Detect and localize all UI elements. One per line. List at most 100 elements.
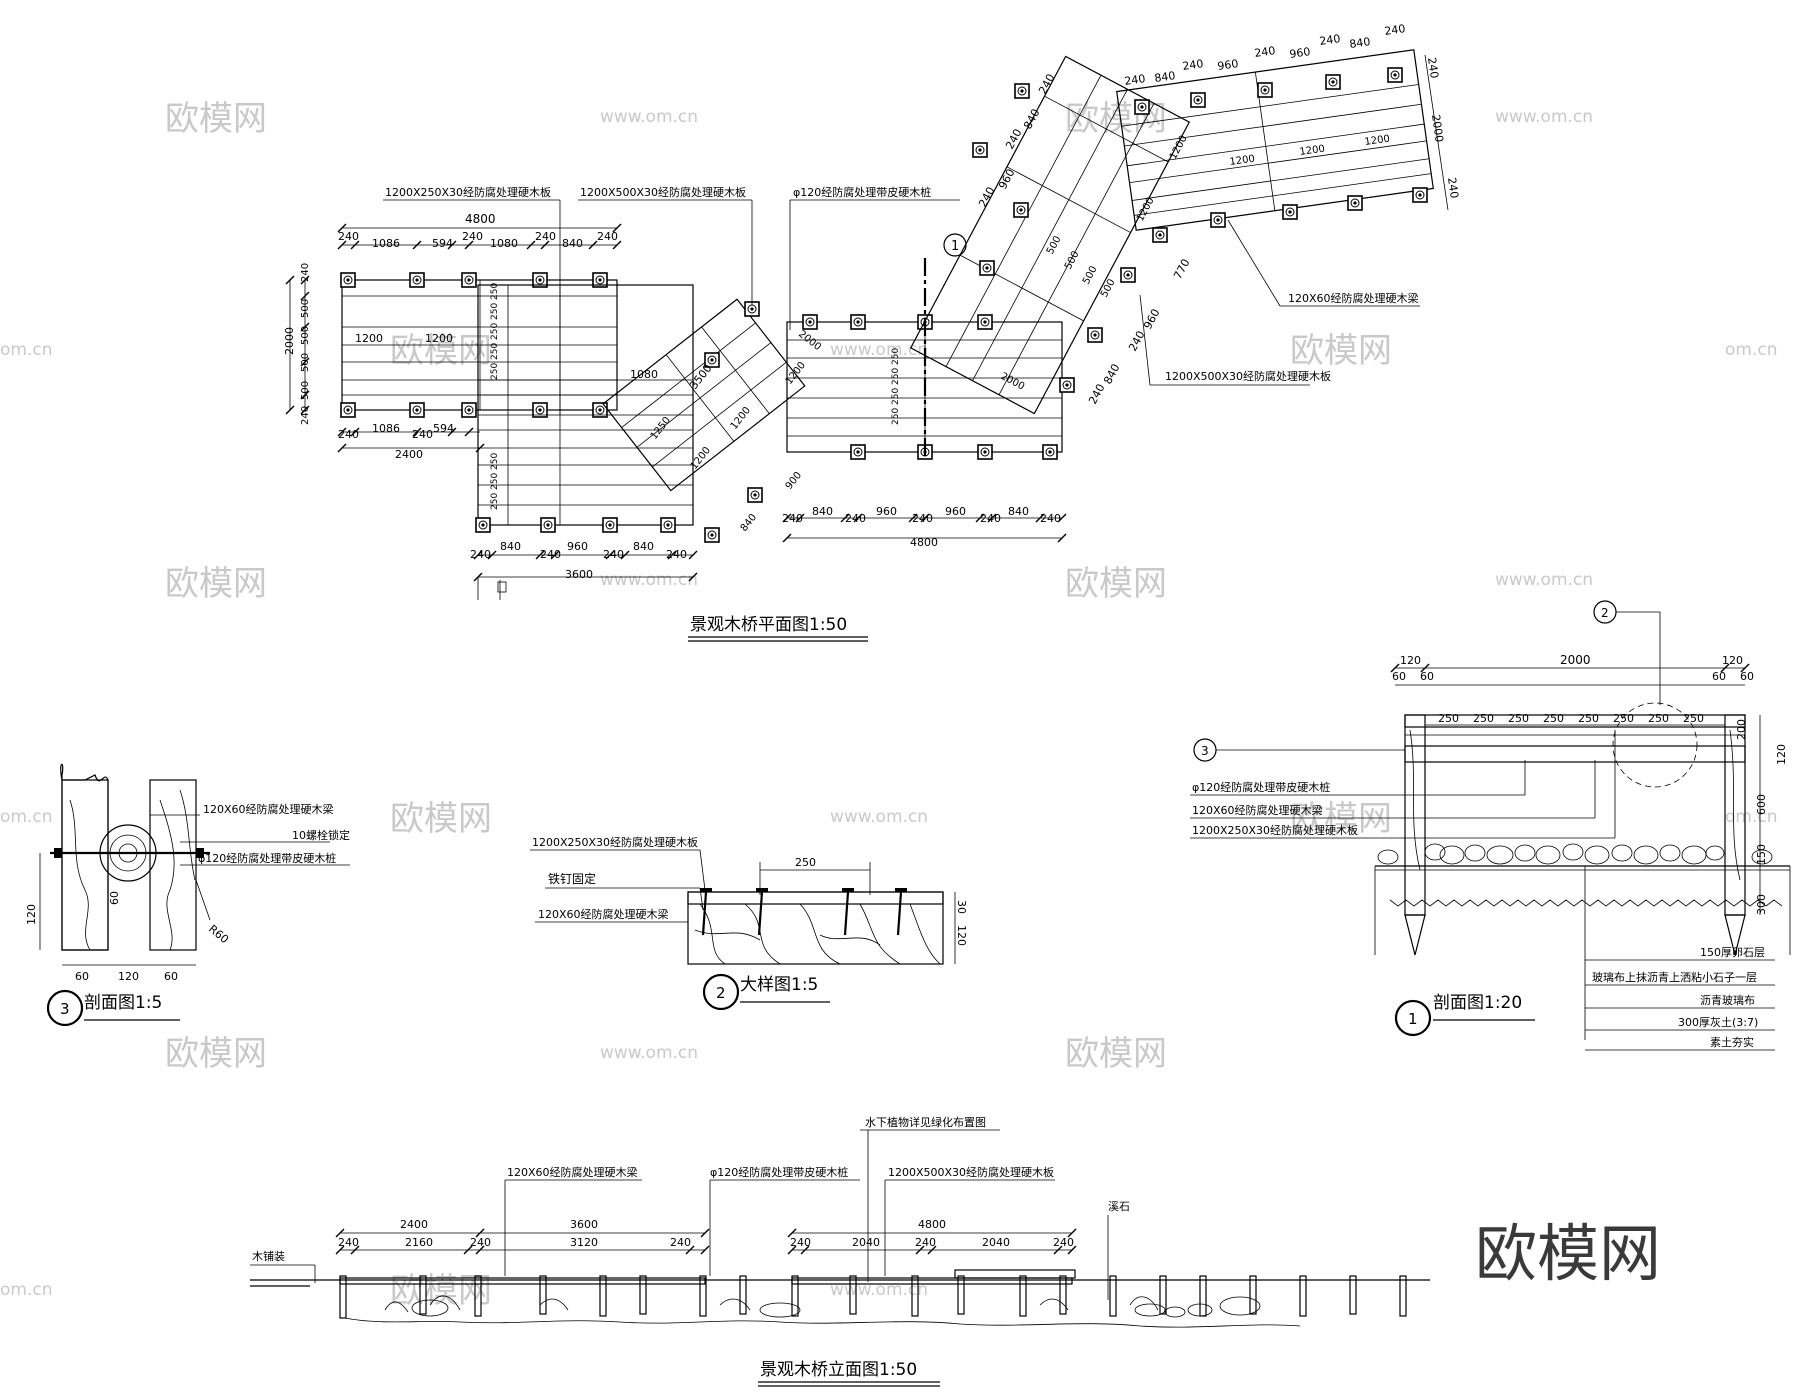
layer-label: 300厚灰土(3:7) bbox=[1678, 1015, 1758, 1029]
dim-250: 250 bbox=[1578, 712, 1599, 725]
dim-120: 120 bbox=[1722, 654, 1743, 667]
dim-500: 500 bbox=[1099, 277, 1118, 299]
label-beam: 120X60经防腐处理硬木梁 bbox=[203, 802, 334, 816]
watermark-site: www.om.cn bbox=[830, 340, 928, 360]
detail-mark-2 bbox=[702, 973, 740, 1011]
dim-240: 240 bbox=[470, 548, 491, 561]
section-mark-1-title bbox=[1394, 999, 1432, 1037]
label-pile: φ120经防腐处理带皮硬木桩 bbox=[198, 851, 336, 865]
plan-lower-deck bbox=[475, 284, 694, 533]
dim-4800: 4800 bbox=[910, 536, 938, 549]
dim-840: 840 bbox=[562, 237, 583, 250]
dim-840: 840 bbox=[1349, 35, 1372, 51]
dim-594: 594 bbox=[433, 422, 454, 435]
label-board: 1200X500X30经防腐处理硬木板 bbox=[888, 1165, 1054, 1179]
dim-240: 240 bbox=[980, 512, 1001, 525]
dim-3120: 3120 bbox=[570, 1236, 598, 1249]
dim-2000: 2000 bbox=[1560, 653, 1591, 667]
watermark-site: www.om.cn bbox=[830, 1280, 928, 1300]
dim-500: 500 bbox=[300, 381, 311, 400]
layer-label: 素土夯实 bbox=[1710, 1035, 1754, 1049]
dim-250: 250 bbox=[1508, 712, 1529, 725]
dim-1086: 1086 bbox=[372, 422, 400, 435]
plan-angled-deck-1 bbox=[602, 298, 806, 492]
watermark-logo: 欧模网 bbox=[165, 1034, 267, 1074]
plan-dims-bottom-left: 240 1086 240 594 2400 240 840 240 960 24… bbox=[337, 422, 698, 600]
pebble-layer bbox=[1377, 843, 1773, 865]
dim-240: 240 bbox=[912, 512, 933, 525]
watermark-site: www.om.cn bbox=[1495, 570, 1593, 590]
section-ref-3-label: 3 bbox=[1201, 744, 1209, 758]
watermark-logo: 欧模网 bbox=[390, 1271, 492, 1311]
dim-840: 840 bbox=[1021, 107, 1042, 132]
dim-1200: 1200 bbox=[729, 405, 753, 432]
dim-1200: 1200 bbox=[355, 332, 383, 345]
dim-240: 240 bbox=[540, 548, 561, 561]
dim-1086: 1086 bbox=[372, 237, 400, 250]
watermark-site: om.cn bbox=[0, 1280, 53, 1300]
dim-250: 250 bbox=[891, 408, 901, 425]
dim-960: 960 bbox=[1141, 307, 1162, 332]
dim-250: 250 bbox=[490, 343, 500, 360]
dim-240: 240 bbox=[1425, 57, 1441, 80]
dim-840: 840 bbox=[739, 512, 759, 534]
dim-840: 840 bbox=[633, 540, 654, 553]
watermark-logo: 欧模网 bbox=[1065, 99, 1167, 139]
watermark-logo: 欧模网 bbox=[1290, 799, 1392, 839]
dim-770: 770 bbox=[1171, 257, 1192, 282]
dim-240: 240 bbox=[845, 512, 866, 525]
dim-840: 840 bbox=[812, 505, 833, 518]
section-mark-1-title-label: 1 bbox=[1408, 1010, 1418, 1028]
dim-250: 250 bbox=[490, 283, 500, 300]
dim-240: 240 bbox=[1445, 177, 1461, 200]
label-paving: 木铺装 bbox=[252, 1250, 285, 1263]
dim-2160: 2160 bbox=[405, 1236, 433, 1249]
dim-240: 240 bbox=[1053, 1236, 1074, 1249]
dim-240: 240 bbox=[470, 1236, 491, 1249]
dim-500: 500 bbox=[300, 353, 311, 372]
dim-2000: 2000 bbox=[796, 329, 823, 353]
section-3-title: 剖面图1:5 bbox=[84, 993, 162, 1013]
dim-900: 900 bbox=[784, 470, 804, 492]
label-pile: φ120经防腐处理带皮硬木桩 bbox=[1192, 780, 1330, 794]
callout-pile: φ120经防腐处理带皮硬木桩 bbox=[793, 185, 931, 199]
dim-120: 120 bbox=[1400, 654, 1421, 667]
dim-240: 240 bbox=[915, 1236, 936, 1249]
label-pile: φ120经防腐处理带皮硬木桩 bbox=[710, 1165, 848, 1179]
label-plants: 水下植物详见绿化布置图 bbox=[865, 1115, 986, 1129]
dim-2000: 2000 bbox=[1429, 114, 1446, 144]
section-mark-3-label: 3 bbox=[60, 1000, 70, 1018]
watermark-site: www.om.cn bbox=[830, 807, 928, 827]
dim-240: 240 bbox=[300, 406, 311, 425]
dim-500: 500 bbox=[1045, 234, 1064, 256]
watermark-site: www.om.cn bbox=[600, 570, 698, 590]
watermark-logo: 欧模网 bbox=[1065, 1034, 1167, 1074]
dim-250: 250 bbox=[1648, 712, 1669, 725]
label-beam: 120X60经防腐处理硬木梁 bbox=[507, 1165, 638, 1179]
dim-250: 250 bbox=[490, 303, 500, 320]
dim-960: 960 bbox=[1289, 45, 1312, 61]
section-3: 120 60 60 120 60 R60 120X60经防腐处理硬木梁 10螺栓… bbox=[25, 763, 350, 1027]
plan-angled-deck-2 bbox=[909, 55, 1191, 415]
dim-240: 240 bbox=[1124, 72, 1147, 88]
dim-60: 60 bbox=[1420, 670, 1434, 683]
dim-240: 240 bbox=[462, 230, 483, 243]
dim-240: 240 bbox=[790, 1236, 811, 1249]
dim-250: 250 bbox=[1473, 712, 1494, 725]
section-mark-1-label: 1 bbox=[951, 239, 959, 254]
dim-250: 250 bbox=[1438, 712, 1459, 725]
dim-240: 240 bbox=[782, 512, 803, 525]
dim-4800: 4800 bbox=[465, 212, 496, 226]
dim-240: 240 bbox=[1384, 22, 1407, 38]
plan-dims-left: 2000 240 500 500 500 500 240 1200 1200 bbox=[283, 263, 453, 425]
dim-60: 60 bbox=[1392, 670, 1406, 683]
layer-label: 150厚卵石层 bbox=[1700, 946, 1765, 959]
watermark-site: om.cn bbox=[1725, 340, 1778, 360]
plan-callouts: 1200X250X30经防腐处理硬木板 1200X500X30经防腐处理硬木板 … bbox=[383, 185, 1420, 415]
plan-dims-top: 4800 240 1086 594 240 1080 240 840 240 bbox=[337, 212, 622, 250]
label-beam: 120X60经防腐处理硬木梁 bbox=[1192, 803, 1323, 817]
label-board: 1200X250X30经防腐处理硬木板 bbox=[532, 835, 698, 849]
dim-1080: 1080 bbox=[490, 237, 518, 250]
layer-label: 沥青玻璃布 bbox=[1700, 993, 1755, 1007]
